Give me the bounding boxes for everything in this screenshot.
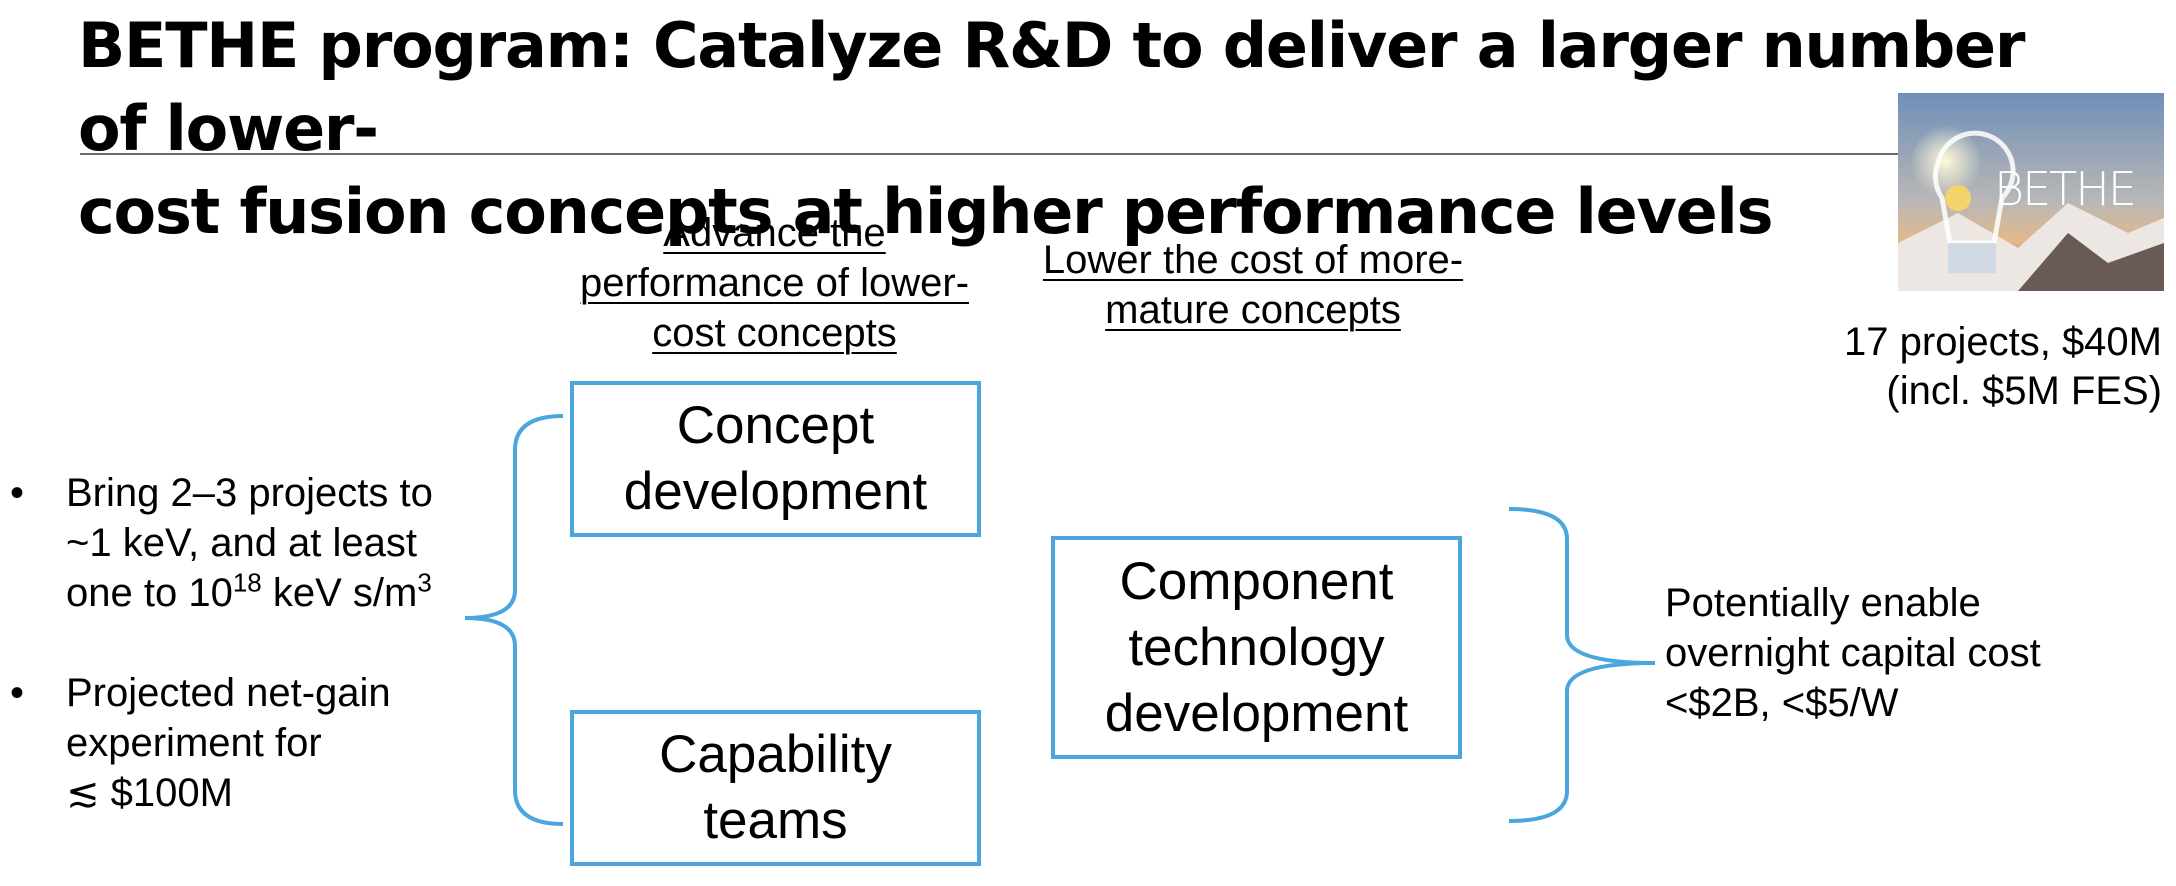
concept-development-box: Concept development: [570, 381, 981, 537]
goal-1-line-2: ~1 keV, and at least: [66, 521, 418, 565]
slide-title: BETHE program: Catalyze R&D to deliver a…: [78, 4, 2078, 253]
goal-1-line-3: one to 1018 keV s/m3: [66, 568, 480, 618]
capability-box-line-1: Capability: [659, 725, 892, 784]
left-heading-line-1: Advance the: [663, 211, 886, 255]
left-heading-line-3: cost concepts: [652, 311, 897, 355]
component-box-line-1: Component: [1119, 551, 1394, 611]
title-divider: [80, 153, 1970, 155]
component-box-line-3: development: [1104, 683, 1409, 743]
goal-1-text-a: one to 10: [66, 571, 233, 615]
goal-item: • Bring 2–3 projects to ~1 keV, and at l…: [10, 468, 480, 618]
left-heading-line-2: performance of lower-: [579, 261, 970, 305]
concept-box-line-2: development: [623, 462, 928, 521]
component-technology-box: Component technology development: [1051, 536, 1462, 759]
goal-1-text-b: keV s/m: [261, 571, 418, 615]
bethe-logo-image: BETHE: [1898, 93, 2164, 291]
capability-teams-box: Capability teams: [570, 710, 981, 866]
goal-1-exponent: 18: [232, 567, 262, 598]
title-line-1: BETHE program: Catalyze R&D to deliver a…: [78, 9, 2025, 165]
lightbulb-icon: [1932, 130, 2016, 246]
program-stats: 17 projects, $40M (incl. $5M FES): [1844, 318, 2162, 416]
logo-sun-dot: [1945, 185, 1971, 211]
component-box-line-2: technology: [1128, 617, 1385, 677]
bullet-glyph: •: [10, 471, 25, 515]
outcome-line-3: <$2B, <$5/W: [1665, 681, 1899, 725]
right-heading-line-2: mature concepts: [1105, 288, 1401, 332]
outcome-line-2: overnight capital cost: [1665, 631, 2041, 675]
goal-item: • Projected net-gain experiment for ≲ $1…: [10, 668, 480, 818]
right-curly-brace: [1508, 507, 1656, 823]
goal-1-unit-exponent: 3: [417, 567, 432, 598]
stats-line-2: (incl. $5M FES): [1886, 369, 2162, 413]
capability-box-line-2: teams: [703, 791, 848, 850]
stats-line-1: 17 projects, $40M: [1844, 320, 2162, 364]
right-column-heading: Lower the cost of more- mature concepts: [1028, 235, 1478, 335]
right-heading-line-1: Lower the cost of more-: [1042, 238, 1464, 282]
left-curly-brace: [464, 414, 564, 826]
goal-2-line-3: ≲ $100M: [66, 771, 233, 815]
logo-text: BETHE: [1994, 162, 2135, 216]
logo-rocks: [2018, 233, 2164, 291]
outcome-text: Potentially enable overnight capital cos…: [1665, 578, 2041, 728]
goals-list: • Bring 2–3 projects to ~1 keV, and at l…: [10, 468, 480, 818]
goal-2-line-2: experiment for: [66, 721, 322, 765]
outcome-line-1: Potentially enable: [1665, 581, 1981, 625]
logo-bulb-base: [1948, 243, 1996, 273]
bullet-glyph: •: [10, 671, 25, 715]
concept-box-line-1: Concept: [676, 396, 875, 455]
title-line-2: cost fusion concepts at higher performan…: [78, 175, 1773, 248]
goal-2-line-1: Projected net-gain: [66, 671, 391, 715]
goal-1-line-1: Bring 2–3 projects to: [66, 471, 433, 515]
left-column-heading: Advance the performance of lower- cost c…: [562, 208, 987, 358]
